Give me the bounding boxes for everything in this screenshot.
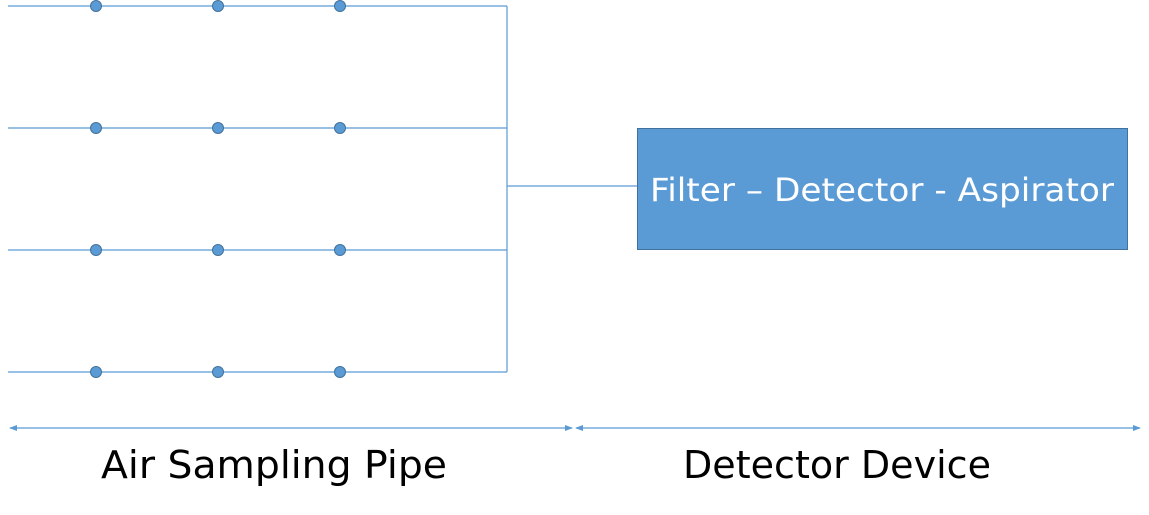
sampling-hole <box>334 0 346 12</box>
detector-box-label: Filter – Detector - Aspirator <box>650 171 1115 209</box>
detector-box-rect <box>637 128 1128 250</box>
sampling-hole <box>90 244 102 256</box>
sampling-hole <box>90 0 102 12</box>
sampling-hole <box>334 366 346 378</box>
sampling-hole <box>334 244 346 256</box>
sampling-hole <box>212 122 224 134</box>
pipe-section-label: Air Sampling Pipe <box>101 443 447 487</box>
detector-box: Filter – Detector - Aspirator <box>637 128 1128 250</box>
sampling-hole <box>90 122 102 134</box>
sampling-hole <box>334 122 346 134</box>
sampling-hole <box>212 0 224 12</box>
sampling-hole <box>212 244 224 256</box>
sampling-hole <box>212 366 224 378</box>
sampling-holes <box>90 0 346 378</box>
sampling-hole <box>90 366 102 378</box>
sampling-pipes <box>8 5 507 373</box>
device-section-label: Detector Device <box>683 443 991 487</box>
